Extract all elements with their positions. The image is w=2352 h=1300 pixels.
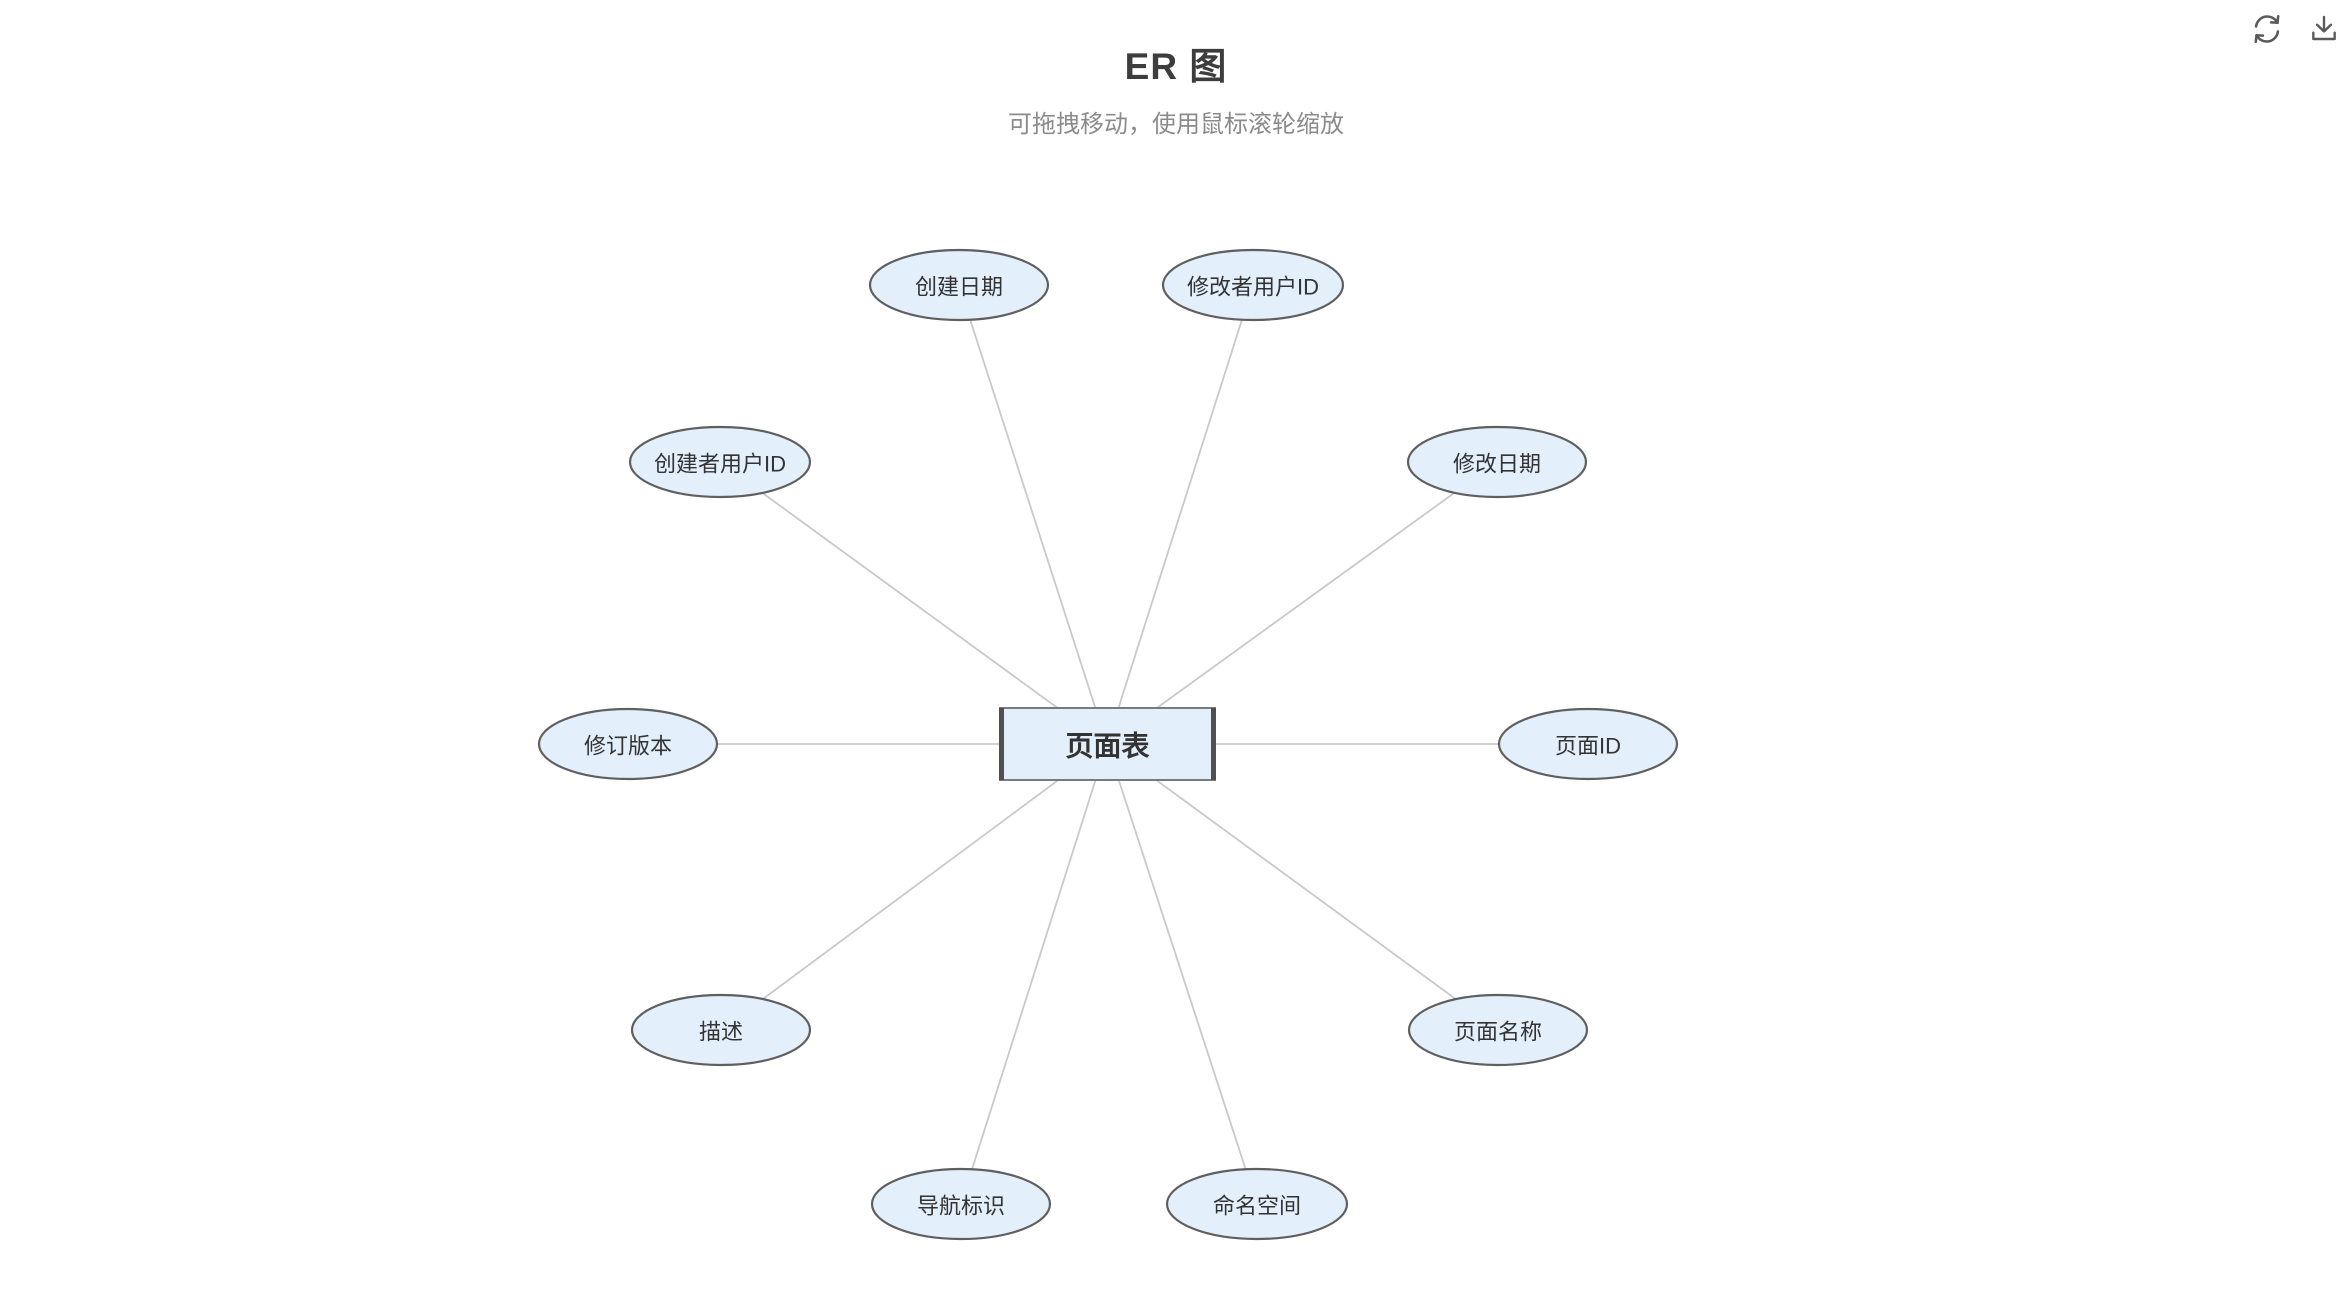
- attribute-ellipse: [1161, 248, 1345, 322]
- attribute-node[interactable]: 页面名称: [1407, 993, 1589, 1067]
- edge: [1106, 743, 1258, 1205]
- edge: [720, 743, 1108, 1031]
- attribute-label: 修订版本: [584, 734, 672, 759]
- attribute-ellipse: [1407, 993, 1589, 1067]
- attribute-node[interactable]: 命名空间: [1165, 1167, 1349, 1241]
- attribute-ellipse: [628, 425, 812, 499]
- attribute-ellipse: [1165, 1167, 1349, 1241]
- entity-label: 页面表: [1065, 731, 1149, 762]
- attribute-node[interactable]: 修订版本: [537, 707, 719, 781]
- refresh-icon: [2254, 14, 2280, 44]
- attribute-label: 页面ID: [1555, 734, 1621, 759]
- attribute-ellipse: [1497, 707, 1679, 781]
- attribute-ellipse: [870, 1167, 1052, 1241]
- attribute-node[interactable]: 导航标识: [870, 1167, 1052, 1241]
- attribute-node[interactable]: 修改日期: [1406, 425, 1588, 499]
- toolbar: [2248, 10, 2342, 48]
- attribute-label: 命名空间: [1213, 1194, 1301, 1219]
- attribute-node[interactable]: 创建日期: [868, 248, 1050, 322]
- edge: [1106, 461, 1498, 745]
- refresh-button[interactable]: [2248, 10, 2286, 48]
- attribute-label: 导航标识: [917, 1194, 1005, 1219]
- attribute-ellipse: [537, 707, 719, 781]
- attribute-label: 创建日期: [915, 275, 1003, 300]
- attribute-ellipse: [1406, 425, 1588, 499]
- edge: [1106, 743, 1499, 1031]
- attribute-label: 页面名称: [1454, 1020, 1542, 1045]
- attribute-label: 修改日期: [1453, 452, 1541, 477]
- attribute-label: 描述: [699, 1020, 743, 1045]
- download-icon: [2312, 15, 2336, 41]
- attribute-node[interactable]: 页面ID: [1497, 707, 1679, 781]
- attribute-label: 修改者用户ID: [1187, 275, 1319, 300]
- edge: [958, 284, 1108, 745]
- download-button[interactable]: [2306, 11, 2342, 47]
- entity-node[interactable]: 页面表: [999, 707, 1216, 781]
- attribute-ellipse: [868, 248, 1050, 322]
- edge: [960, 743, 1108, 1205]
- attribute-label: 创建者用户ID: [654, 452, 786, 477]
- attribute-node[interactable]: 创建者用户ID: [628, 425, 812, 499]
- edge: [719, 461, 1108, 745]
- attribute-ellipse: [630, 993, 812, 1067]
- attribute-node[interactable]: 描述: [630, 993, 812, 1067]
- edge: [1106, 284, 1254, 745]
- attribute-node[interactable]: 修改者用户ID: [1161, 248, 1345, 322]
